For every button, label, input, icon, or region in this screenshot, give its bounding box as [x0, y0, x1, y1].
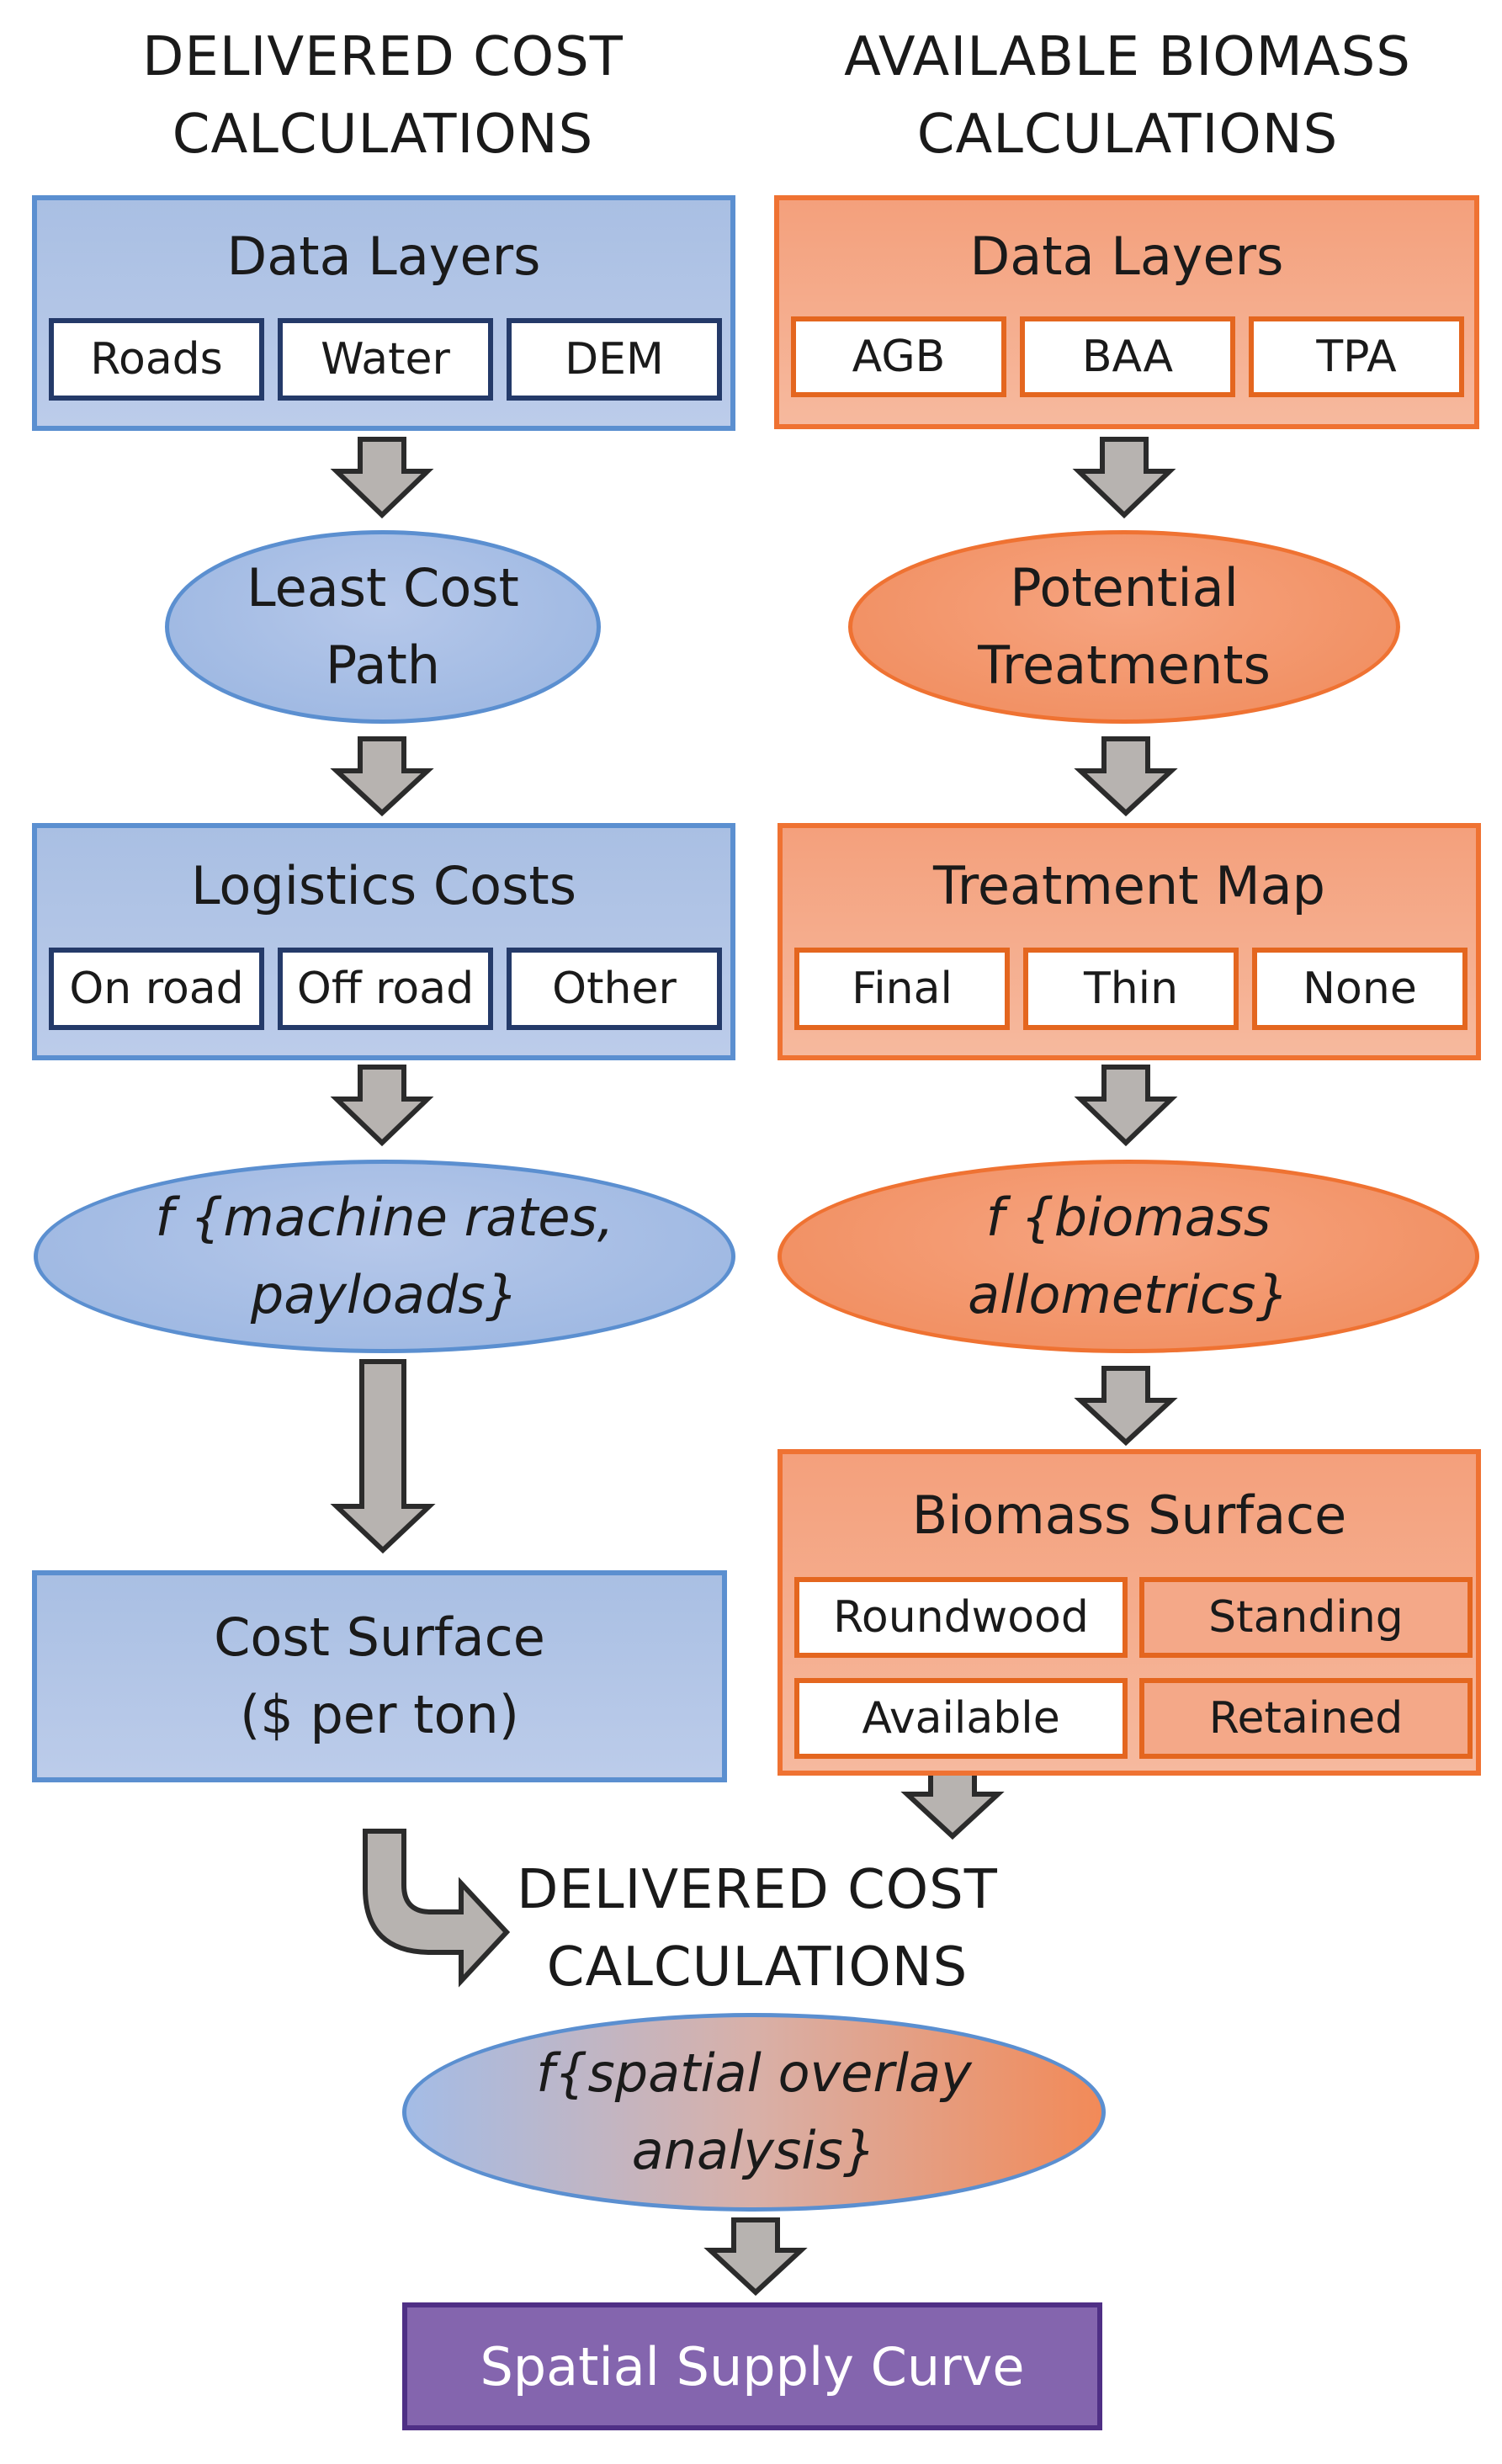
cost-surface-line-2: ($ per ton): [240, 1684, 519, 1745]
arrow-down-icon: [330, 736, 434, 817]
arrow-down-long-icon: [330, 1359, 436, 1554]
right-data-layers-title: Data Layers: [969, 226, 1284, 287]
right-column-heading: AVAILABLE BIOMASS CALCULATIONS: [808, 19, 1447, 173]
machine-rates-ellipse: f {machine rates, payloads}: [34, 1160, 735, 1353]
biomass-allometrics-ellipse: f {biomass allometrics}: [778, 1160, 1479, 1353]
chip-off-road: Off road: [278, 948, 493, 1030]
least-cost-path-line-2: Path: [325, 635, 441, 696]
chip-other: Other: [507, 948, 722, 1030]
biomass-surface-panel: Biomass Surface Roundwood Standing Avail…: [778, 1449, 1481, 1776]
potential-treatments-line-2: Treatments: [978, 635, 1271, 696]
potential-treatments-line-1: Potential: [1010, 557, 1239, 619]
machine-rates-line-2: payloads}: [250, 1264, 519, 1325]
spatial-overlay-line-1: f{spatial overlay: [536, 2042, 972, 2104]
biomass-surface-title: Biomass Surface: [911, 1484, 1347, 1546]
left-column-heading: DELIVERED COST CALCULATIONS: [67, 19, 698, 173]
treatment-map-panel: Treatment Map Final Thin None: [778, 823, 1481, 1060]
left-data-layers-panel: Data Layers Roads Water DEM: [32, 195, 735, 431]
left-heading-line-2: CALCULATIONS: [172, 104, 594, 166]
chip-baa: BAA: [1020, 316, 1235, 397]
arrow-down-icon: [330, 437, 434, 519]
chip-dem: DEM: [507, 318, 722, 401]
cost-surface-line-1: Cost Surface: [214, 1606, 545, 1668]
arrow-down-icon: [1074, 1366, 1178, 1447]
arrow-down-icon: [900, 1763, 1005, 1840]
machine-rates-line-1: f {machine rates,: [155, 1187, 614, 1248]
chip-agb: AGB: [791, 316, 1006, 397]
logistics-costs-panel: Logistics Costs On road Off road Other: [32, 823, 735, 1060]
chip-standing: Standing: [1139, 1577, 1473, 1658]
merge-heading-line-1: DELIVERED COST: [517, 1859, 998, 1921]
least-cost-path-line-1: Least Cost: [247, 557, 519, 619]
arrow-down-icon: [703, 2217, 808, 2297]
spatial-supply-curve-box: Spatial Supply Curve: [402, 2302, 1102, 2430]
chip-available: Available: [794, 1678, 1128, 1759]
potential-treatments-ellipse: Potential Treatments: [848, 530, 1400, 724]
curved-arrow-icon: [363, 1829, 511, 1988]
chip-roundwood: Roundwood: [794, 1577, 1128, 1658]
chip-retained: Retained: [1139, 1678, 1473, 1759]
chip-none: None: [1252, 948, 1468, 1030]
arrow-down-icon: [330, 1065, 434, 1147]
treatment-map-title: Treatment Map: [932, 855, 1326, 916]
left-heading-line-1: DELIVERED COST: [142, 26, 624, 88]
chip-tpa: TPA: [1249, 316, 1464, 397]
spatial-overlay-line-2: analysis}: [631, 2120, 877, 2181]
right-heading-line-2: CALCULATIONS: [916, 104, 1339, 166]
arrow-down-icon: [1074, 736, 1178, 817]
chip-water: Water: [278, 318, 493, 401]
chip-roads: Roads: [49, 318, 264, 401]
spatial-overlay-ellipse: f{spatial overlay analysis}: [402, 2013, 1106, 2212]
right-heading-line-1: AVAILABLE BIOMASS: [844, 26, 1411, 88]
arrow-down-icon: [1074, 1065, 1178, 1147]
merge-heading-line-2: CALCULATIONS: [546, 1936, 969, 1999]
arrow-down-icon: [1072, 437, 1176, 519]
chip-on-road: On road: [49, 948, 264, 1030]
merge-heading: DELIVERED COST CALCULATIONS: [505, 1851, 1010, 2006]
chip-thin: Thin: [1023, 948, 1239, 1030]
biomass-allometrics-line-1: f {biomass: [985, 1187, 1271, 1248]
logistics-costs-title: Logistics Costs: [190, 855, 577, 916]
right-data-layers-panel: Data Layers AGB BAA TPA: [774, 195, 1479, 429]
cost-surface-panel: Cost Surface ($ per ton): [32, 1570, 727, 1782]
least-cost-path-ellipse: Least Cost Path: [165, 530, 601, 724]
biomass-allometrics-line-2: allometrics}: [968, 1264, 1289, 1325]
left-data-layers-title: Data Layers: [226, 226, 541, 287]
chip-final: Final: [794, 948, 1010, 1030]
